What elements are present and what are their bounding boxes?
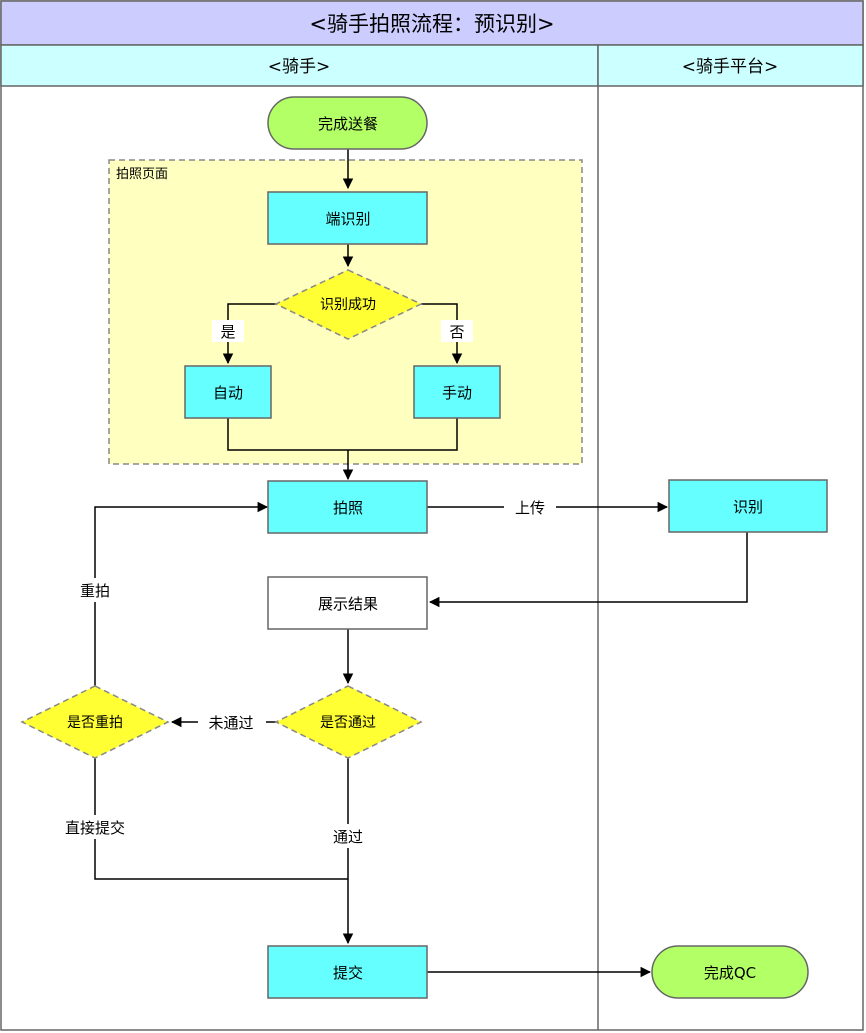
node-take-photo: 拍照: [267, 480, 428, 534]
lane-header-platform: <骑手平台>: [597, 44, 864, 87]
title-bar: <骑手拍照流程：预识别>: [0, 0, 864, 46]
svg-text:识别成功: 识别成功: [320, 297, 376, 313]
node-show-result: 展示结果: [267, 576, 428, 630]
svg-text:手动: 手动: [442, 384, 472, 402]
svg-text:端识别: 端识别: [325, 210, 370, 228]
node-submit: 提交: [267, 945, 428, 999]
edge-platform-recognition-to-result: [428, 532, 748, 608]
svg-text:完成QC: 完成QC: [704, 964, 756, 982]
node-client-recognition: 端识别: [267, 191, 428, 245]
node-manual: 手动: [413, 365, 501, 419]
edge-label-bg-upload: [504, 496, 556, 518]
edge-label-upload: 上传: [515, 499, 545, 517]
node-retake-check: 是否重拍: [20, 685, 170, 759]
svg-text:展示结果: 展示结果: [318, 595, 378, 613]
edge-label-bg-retake: [72, 578, 118, 602]
edge-label-yes: 是: [220, 323, 235, 341]
lane-title-platform: <骑手平台>: [682, 57, 779, 77]
diagram-title: <骑手拍照流程：预识别>: [309, 12, 554, 36]
edge-success-to-manual: [421, 303, 463, 365]
edge-label-bg-yes: [212, 320, 244, 342]
svg-text:自动: 自动: [213, 384, 243, 402]
svg-text:是否通过: 是否通过: [320, 715, 376, 731]
edge-label-bg-no: [441, 320, 473, 342]
edge-retake-to-photo: [94, 501, 269, 686]
node-recognition-success: 识别成功: [274, 269, 423, 340]
node-platform-recognition: 识别: [668, 479, 828, 533]
edge-label-not-passed: 未通过: [208, 714, 253, 732]
edge-merge-auto-manual: [227, 418, 458, 451]
node-finish-delivery: 完成送餐: [267, 96, 428, 150]
svg-text:完成送餐: 完成送餐: [318, 115, 378, 133]
node-finish-qc: 完成QC: [651, 945, 809, 999]
edge-label-bg-direct-submit: [54, 815, 136, 839]
svg-text:是否重拍: 是否重拍: [67, 715, 123, 731]
edge-success-to-auto: [222, 303, 276, 365]
node-auto: 自动: [184, 365, 272, 419]
edge-labels: 是 否 上传 重拍 未通过 直接提交 通过: [54, 320, 556, 848]
edge-retake-to-submit: [94, 758, 348, 880]
edge-label-direct-submit: 直接提交: [65, 819, 125, 837]
edge-label-no: 否: [449, 323, 464, 341]
edge-label-passed: 通过: [333, 828, 363, 846]
node-passed-check: 是否通过: [274, 685, 423, 759]
svg-text:拍照: 拍照: [333, 499, 363, 517]
lane-title-rider: <骑手>: [268, 57, 331, 77]
svg-text:识别: 识别: [733, 498, 763, 516]
edge-label-retake: 重拍: [80, 582, 110, 600]
edge-label-bg-not-passed: [198, 711, 266, 733]
svg-text:提交: 提交: [333, 964, 363, 982]
photo-page-group-label: 拍照页面: [116, 167, 168, 182]
edge-label-bg-passed: [326, 824, 370, 848]
lane-header-rider: <骑手>: [0, 44, 599, 87]
